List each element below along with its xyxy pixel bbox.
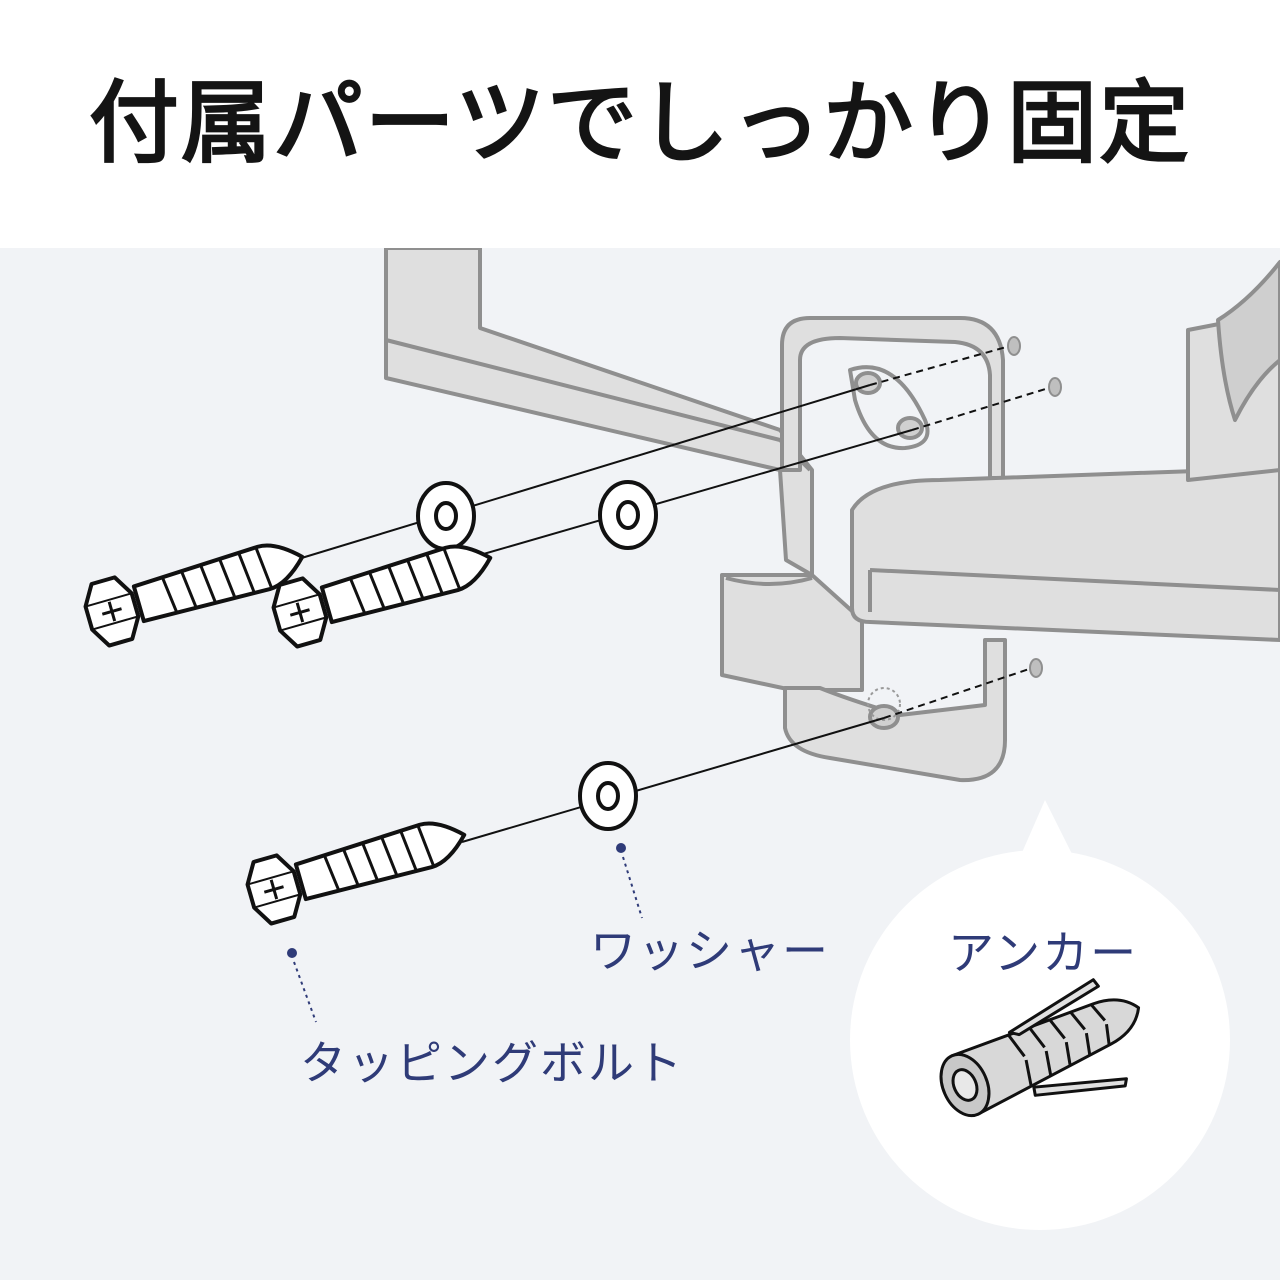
wall-hole-markers (1007, 336, 1062, 678)
alignment-lines (294, 345, 1053, 843)
tapping-bolt-icon (83, 543, 493, 926)
leader-lines (287, 843, 643, 1023)
wall-anchor-icon (939, 978, 1141, 1118)
anchor-label: アンカー (948, 926, 1139, 980)
tapping-bolt-label: タッピングボルト (300, 1036, 684, 1090)
page-title: 付属パーツでしっかり固定 (88, 71, 1192, 176)
mounting-diagram (0, 248, 1280, 1280)
header: 付属パーツでしっかり固定 (0, 0, 1280, 248)
washer-icon (416, 480, 658, 831)
washer-label: ワッシャー (590, 924, 830, 978)
monitor-arm-wall-mount-icon (384, 248, 1280, 783)
